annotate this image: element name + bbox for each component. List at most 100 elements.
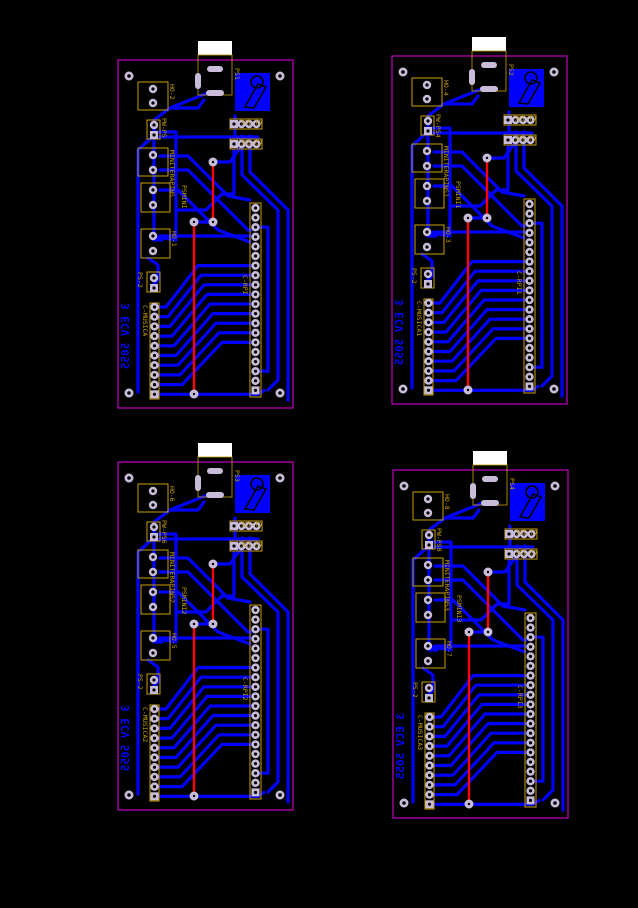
i2c-2-pin-1-drill xyxy=(506,138,510,142)
ps2-pad-1-drill xyxy=(152,276,156,280)
trace-musica-rpi-9 xyxy=(426,336,532,383)
trace-musica-rpi-4 xyxy=(152,694,258,740)
mount-hole-drill xyxy=(127,476,131,480)
potentiometer-icon xyxy=(243,485,268,511)
label-i2c-1: C1-I2C xyxy=(514,114,536,121)
trace-musica-rpi-9 xyxy=(427,750,533,797)
power-connector-cap xyxy=(198,41,232,55)
musica-pin-5-drill xyxy=(152,344,157,348)
i2c-2-pin-3-drill xyxy=(247,142,251,146)
power-switch-pad-1-drill xyxy=(152,123,156,127)
rpi-pin-17-drill xyxy=(253,762,258,766)
rpi-pin-20-drill xyxy=(527,384,532,388)
rpi-pin-14-drill xyxy=(527,327,532,331)
trace-musica-rpi-1 xyxy=(152,666,258,711)
ps2-pad-2-drill xyxy=(152,286,156,290)
trace-mini-1 xyxy=(158,154,252,202)
i2c-1-pin-3-drill xyxy=(521,118,525,122)
i2c-1-pin-2-drill xyxy=(239,122,244,126)
label-i2c-2: C2-I2C xyxy=(240,540,262,547)
mount-hole-drill xyxy=(127,793,131,797)
power-connector-outline xyxy=(197,456,233,498)
via-drill xyxy=(486,630,490,634)
rpi-header-outline xyxy=(524,612,537,808)
rpi-pin-6-drill xyxy=(528,664,533,668)
label-mini-terapins: MINITERAPINS1 xyxy=(442,146,450,197)
rpi-header-outline xyxy=(249,604,262,800)
ps-mini-outline xyxy=(415,592,446,623)
rpi-pin-4-drill xyxy=(253,235,258,239)
label-i2c-2: C2-I2C xyxy=(240,138,262,145)
ps2-pad-2-drill xyxy=(152,688,156,692)
rpi-pin-10-drill xyxy=(528,702,533,706)
rpi-pin-16-drill xyxy=(253,350,258,354)
ps-mini-pad-2-drill xyxy=(426,613,430,617)
rpi-pin-12-drill xyxy=(528,722,533,726)
power-connector-cap xyxy=(473,451,507,465)
via-drill xyxy=(467,630,471,634)
rpi-pin-1-drill xyxy=(528,616,533,620)
musica-pin-4-drill xyxy=(152,334,157,338)
musica-pin-7-drill xyxy=(152,363,157,367)
trace-musica-rpi-2 xyxy=(152,273,258,319)
power-pad-1 xyxy=(481,62,497,68)
header-bottom-pad-2-drill xyxy=(151,651,155,655)
mini-terapins-pad-2-drill xyxy=(151,570,155,574)
mount-hole-drill xyxy=(127,391,131,395)
musica-pin-5-drill xyxy=(427,754,432,758)
trace-musica-rpi-5 xyxy=(426,298,532,344)
musica-pin-1-drill xyxy=(427,715,432,719)
mount-hole-drill xyxy=(278,476,282,480)
trace-musica-rpi-1 xyxy=(426,260,532,305)
label-ps-mini: PSMINI1 xyxy=(454,181,462,208)
rpi-pin-13-drill xyxy=(527,317,532,321)
label-mini-terapins: MINITERAPINS2 xyxy=(168,552,176,603)
power-pad-3 xyxy=(195,475,201,491)
trace-i2c-via xyxy=(485,142,516,160)
rpi-pin-13-drill xyxy=(528,731,533,735)
musica-pin-3-drill xyxy=(426,320,431,324)
power-connector-outline xyxy=(472,464,508,506)
label-power-switch: PW-PS4 xyxy=(434,114,442,138)
label-ps-mini: PSMINI xyxy=(180,185,188,209)
mount-hole-drill xyxy=(401,387,405,391)
musica-pin-8-drill xyxy=(152,373,157,377)
musica-pin-8-drill xyxy=(426,369,431,373)
musica-pin-10-drill xyxy=(426,388,431,392)
power-pad-2 xyxy=(481,500,499,506)
board-outline xyxy=(392,469,569,819)
label-power-switch: PW-PS xyxy=(160,118,168,138)
trace-musica-rpi-4 xyxy=(152,292,258,338)
rpi-pin-8-drill xyxy=(527,269,532,273)
musica-pin-6-drill xyxy=(152,755,157,760)
i2c-2-pin-4-drill xyxy=(528,138,533,142)
header-bottom-pad-1-drill xyxy=(426,644,430,648)
power-pad-1 xyxy=(207,468,223,474)
trace-musica-rpi-7 xyxy=(152,321,258,367)
musica-pin-1-drill xyxy=(152,305,157,309)
header-bottom-pad-1-drill xyxy=(151,636,155,640)
power-pad-2 xyxy=(206,492,224,498)
rpi-pin-15-drill xyxy=(527,336,532,340)
trace-bottom xyxy=(426,384,540,392)
via-drill xyxy=(211,622,215,626)
power-switch-pad-2-drill xyxy=(152,133,156,137)
rpi-pin-9-drill xyxy=(253,283,258,287)
i2c-2-pin-4-drill xyxy=(254,142,259,146)
rpi-pin-13-drill xyxy=(253,723,258,727)
rpi-pin-9-drill xyxy=(528,693,533,697)
musica-pin-5-drill xyxy=(152,746,157,750)
rpi-pin-2-drill xyxy=(527,212,532,216)
trace-i2c-right-2 xyxy=(523,544,565,812)
i2c-1-pin-3-drill xyxy=(522,532,526,536)
rpi-pin-17-drill xyxy=(253,360,258,364)
i2c-1-pin-1-drill xyxy=(232,122,236,126)
potentiometer-icon xyxy=(243,83,268,109)
musica-pin-8-drill xyxy=(152,775,157,779)
copper-text: 3 ECV 5055 xyxy=(119,303,132,369)
header-top-outline xyxy=(137,483,169,513)
ps-mini-pad-2-drill xyxy=(151,203,155,207)
musica-pin-8-drill xyxy=(427,783,432,787)
